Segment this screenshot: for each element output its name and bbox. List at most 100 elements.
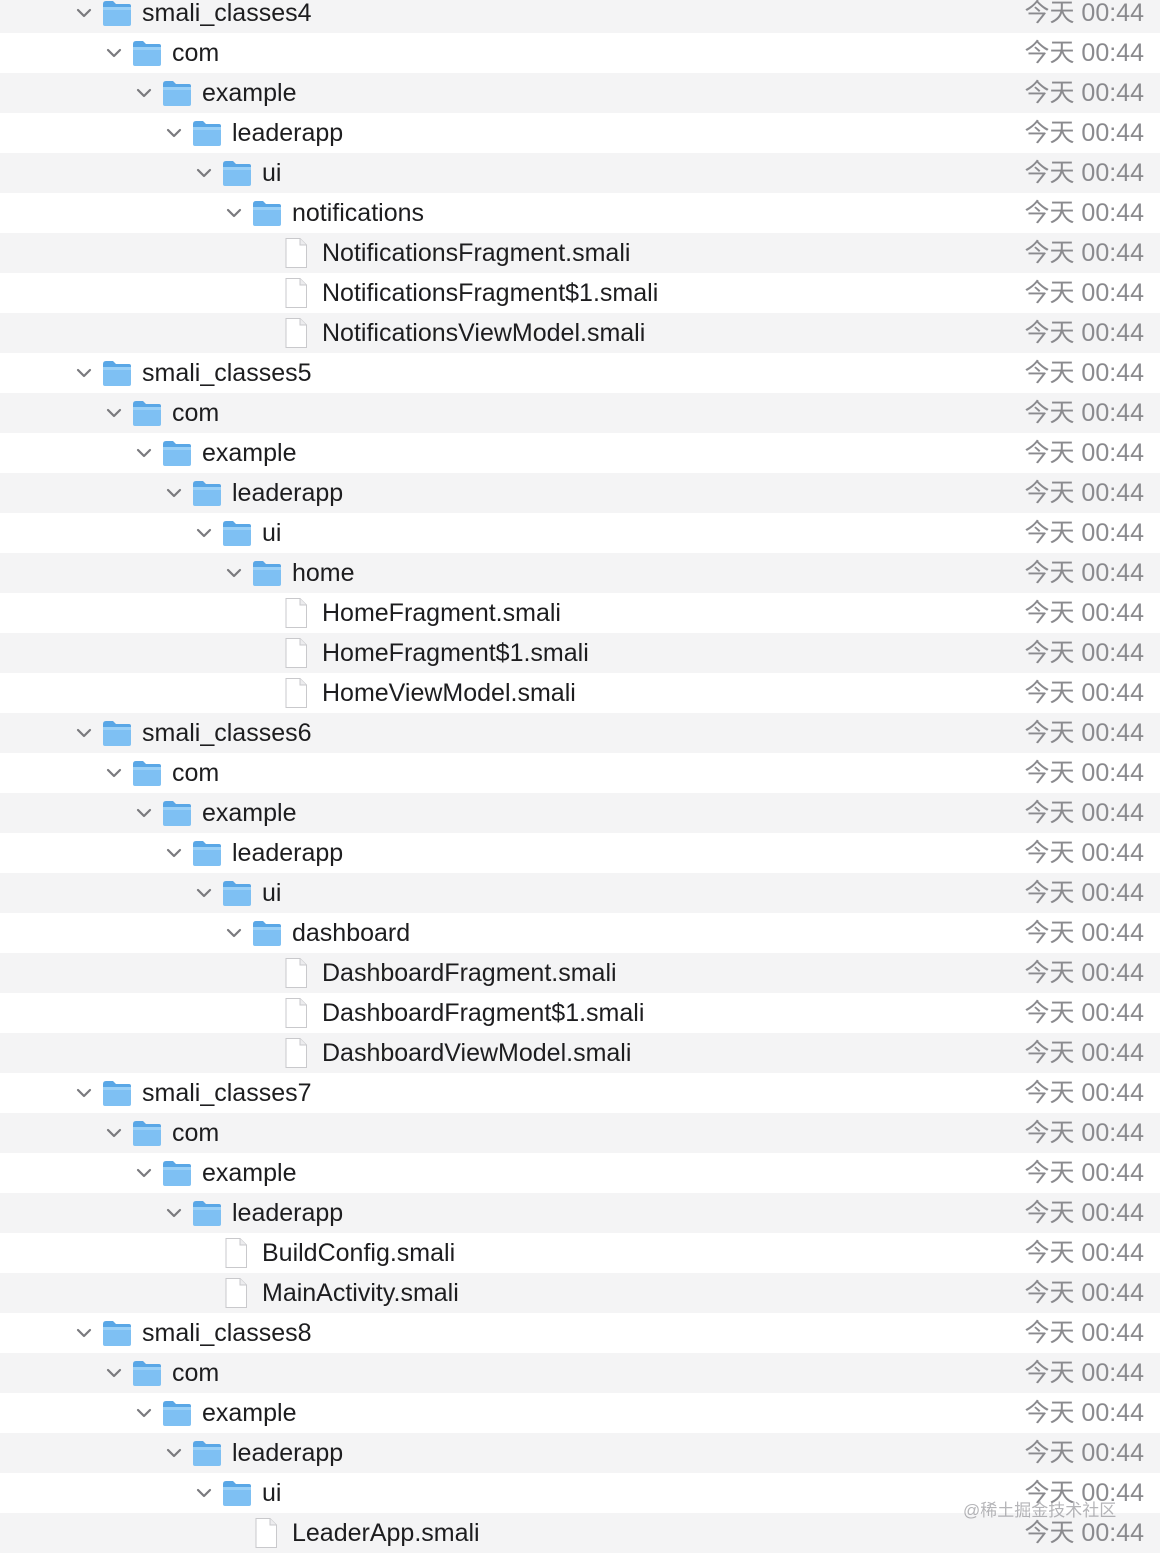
- chevron-down-icon[interactable]: [75, 364, 93, 382]
- chevron-down-icon[interactable]: [165, 1204, 183, 1222]
- chevron-down-icon[interactable]: [105, 764, 123, 782]
- file-name: HomeFragment$1.smali: [322, 639, 589, 667]
- folder-row[interactable]: com 今天 00:44: [0, 1113, 1160, 1153]
- date-modified: 今天 00:44: [1024, 199, 1144, 227]
- document-icon: [283, 997, 309, 1029]
- date-modified: 今天 00:44: [1024, 559, 1144, 587]
- chevron-down-icon[interactable]: [105, 404, 123, 422]
- file-row[interactable]: DashboardFragment.smali 今天 00:44: [0, 953, 1160, 993]
- date-modified: 今天 00:44: [1024, 1079, 1144, 1107]
- folder-name: com: [172, 1359, 220, 1387]
- file-name: LeaderApp.smali: [292, 1519, 480, 1547]
- chevron-down-icon[interactable]: [165, 124, 183, 142]
- chevron-down-icon[interactable]: [225, 564, 243, 582]
- chevron-down-icon[interactable]: [75, 4, 93, 22]
- chevron-down-icon[interactable]: [195, 884, 213, 902]
- folder-icon: [251, 918, 283, 948]
- folder-icon: [221, 878, 253, 908]
- chevron-down-icon[interactable]: [135, 84, 153, 102]
- folder-icon: [101, 0, 133, 28]
- chevron-down-icon[interactable]: [75, 1324, 93, 1342]
- date-modified: 今天 00:44: [1024, 159, 1144, 187]
- date-modified: 今天 00:44: [1024, 1199, 1144, 1227]
- chevron-down-icon[interactable]: [225, 204, 243, 222]
- file-name: HomeFragment.smali: [322, 599, 561, 627]
- date-modified: 今天 00:44: [1024, 479, 1144, 507]
- chevron-down-icon[interactable]: [135, 804, 153, 822]
- chevron-down-icon[interactable]: [195, 524, 213, 542]
- chevron-down-icon[interactable]: [165, 844, 183, 862]
- folder-name: com: [172, 1119, 220, 1147]
- chevron-down-icon[interactable]: [225, 924, 243, 942]
- folder-name: com: [172, 399, 220, 427]
- document-icon: [253, 1517, 279, 1549]
- document-icon: [283, 1037, 309, 1069]
- date-modified: 今天 00:44: [1024, 959, 1144, 987]
- chevron-down-icon[interactable]: [105, 44, 123, 62]
- folder-name: leaderapp: [232, 839, 344, 867]
- chevron-down-icon[interactable]: [135, 1164, 153, 1182]
- chevron-down-icon[interactable]: [105, 1364, 123, 1382]
- chevron-down-icon[interactable]: [195, 1484, 213, 1502]
- date-modified: 今天 00:44: [1024, 999, 1144, 1027]
- chevron-down-icon[interactable]: [75, 1084, 93, 1102]
- date-modified: 今天 00:44: [1024, 679, 1144, 707]
- chevron-down-icon[interactable]: [135, 444, 153, 462]
- folder-name: leaderapp: [232, 119, 344, 147]
- folder-icon: [191, 478, 223, 508]
- folder-icon: [221, 158, 253, 188]
- watermark-text: @稀土掘金技术社区: [963, 1501, 1117, 1520]
- chevron-down-icon[interactable]: [165, 484, 183, 502]
- chevron-down-icon[interactable]: [75, 724, 93, 742]
- date-modified: 今天 00:44: [1024, 79, 1144, 107]
- folder-name: com: [172, 759, 220, 787]
- chevron-down-icon[interactable]: [195, 164, 213, 182]
- document-icon: [283, 597, 309, 629]
- folder-icon: [131, 398, 163, 428]
- date-modified: 今天 00:44: [1024, 879, 1144, 907]
- chevron-down-icon[interactable]: [135, 1404, 153, 1422]
- chevron-down-icon[interactable]: [105, 1124, 123, 1142]
- file-name: DashboardFragment.smali: [322, 959, 617, 987]
- chevron-down-icon[interactable]: [165, 1444, 183, 1462]
- date-modified: 今天 00:44: [1024, 1119, 1144, 1147]
- date-modified: 今天 00:44: [1024, 519, 1144, 547]
